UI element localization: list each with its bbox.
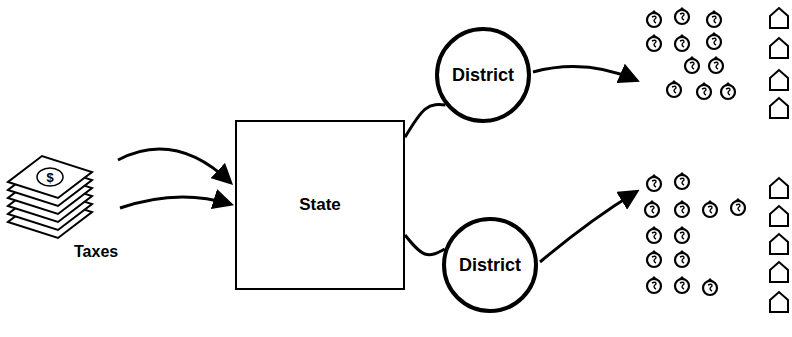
- currency-symbol: $: [46, 170, 53, 185]
- district-circle: District: [435, 27, 531, 123]
- tax-arrow: [118, 149, 230, 182]
- circle-outline: [437, 29, 529, 121]
- houses: [770, 8, 788, 312]
- node-label: State: [299, 195, 341, 215]
- node-label: District: [459, 255, 521, 276]
- money-bags: [645, 7, 745, 295]
- funding-arrow: [533, 67, 636, 80]
- funding-arrow: [540, 192, 636, 262]
- process-box: State: [235, 120, 405, 290]
- connector: [405, 105, 445, 138]
- tax-arrow: [120, 197, 230, 208]
- money-stack: [8, 156, 92, 238]
- source-label: Taxes: [74, 243, 118, 261]
- node-label: District: [452, 65, 514, 86]
- district-circle: District: [442, 217, 538, 313]
- connector: [405, 235, 445, 255]
- circle-outline: [444, 219, 536, 311]
